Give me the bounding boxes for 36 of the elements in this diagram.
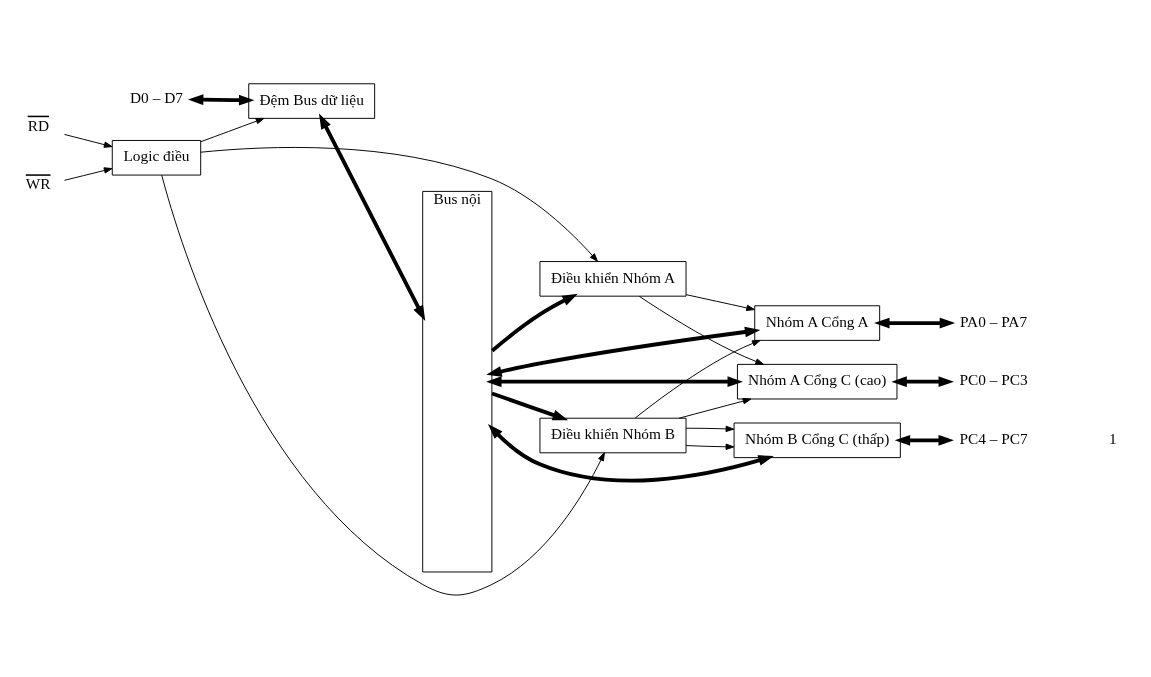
arrow — [874, 317, 956, 329]
node-text: PA0 – PA7 — [959, 312, 1028, 330]
node-text: RD — [27, 116, 50, 134]
arrow — [64, 133, 113, 148]
arrow — [319, 113, 426, 322]
arrow — [491, 293, 578, 353]
arrow — [891, 376, 954, 388]
arrow — [678, 397, 752, 419]
node-text: PC4 – PC7 — [959, 429, 1028, 447]
arrow — [200, 117, 265, 143]
arrow — [486, 326, 761, 377]
node-text: WR — [25, 175, 51, 193]
arrow — [64, 167, 113, 181]
node-box: Điều khiển Nhóm B — [539, 417, 687, 454]
arrow — [638, 295, 764, 365]
arrow — [894, 434, 954, 446]
node-box: Logic điều — [111, 140, 202, 176]
arrow — [634, 339, 761, 419]
arrow — [685, 425, 735, 433]
arrow — [685, 443, 735, 450]
arrow — [187, 94, 255, 106]
node-box: Nhóm B Cổng C (thấp) — [733, 422, 901, 459]
node-box: Đệm Bus dữ liệu — [248, 83, 376, 119]
label: 1 — [1108, 429, 1117, 447]
arrow — [486, 376, 743, 388]
node-box: Điều khiển Nhóm A — [539, 261, 687, 297]
arrow — [200, 147, 598, 262]
arrow — [685, 294, 755, 312]
arrow — [491, 391, 569, 421]
node-text: D0 – D7 — [130, 88, 183, 106]
node-text: PC0 – PC3 — [959, 371, 1028, 389]
node-box: Bus nội — [422, 190, 493, 573]
node-box: Nhóm A Cổng A — [754, 305, 881, 341]
arrow — [161, 174, 605, 596]
node-box: Nhóm A Cổng C (cao) — [736, 363, 898, 400]
arrow — [487, 423, 774, 483]
